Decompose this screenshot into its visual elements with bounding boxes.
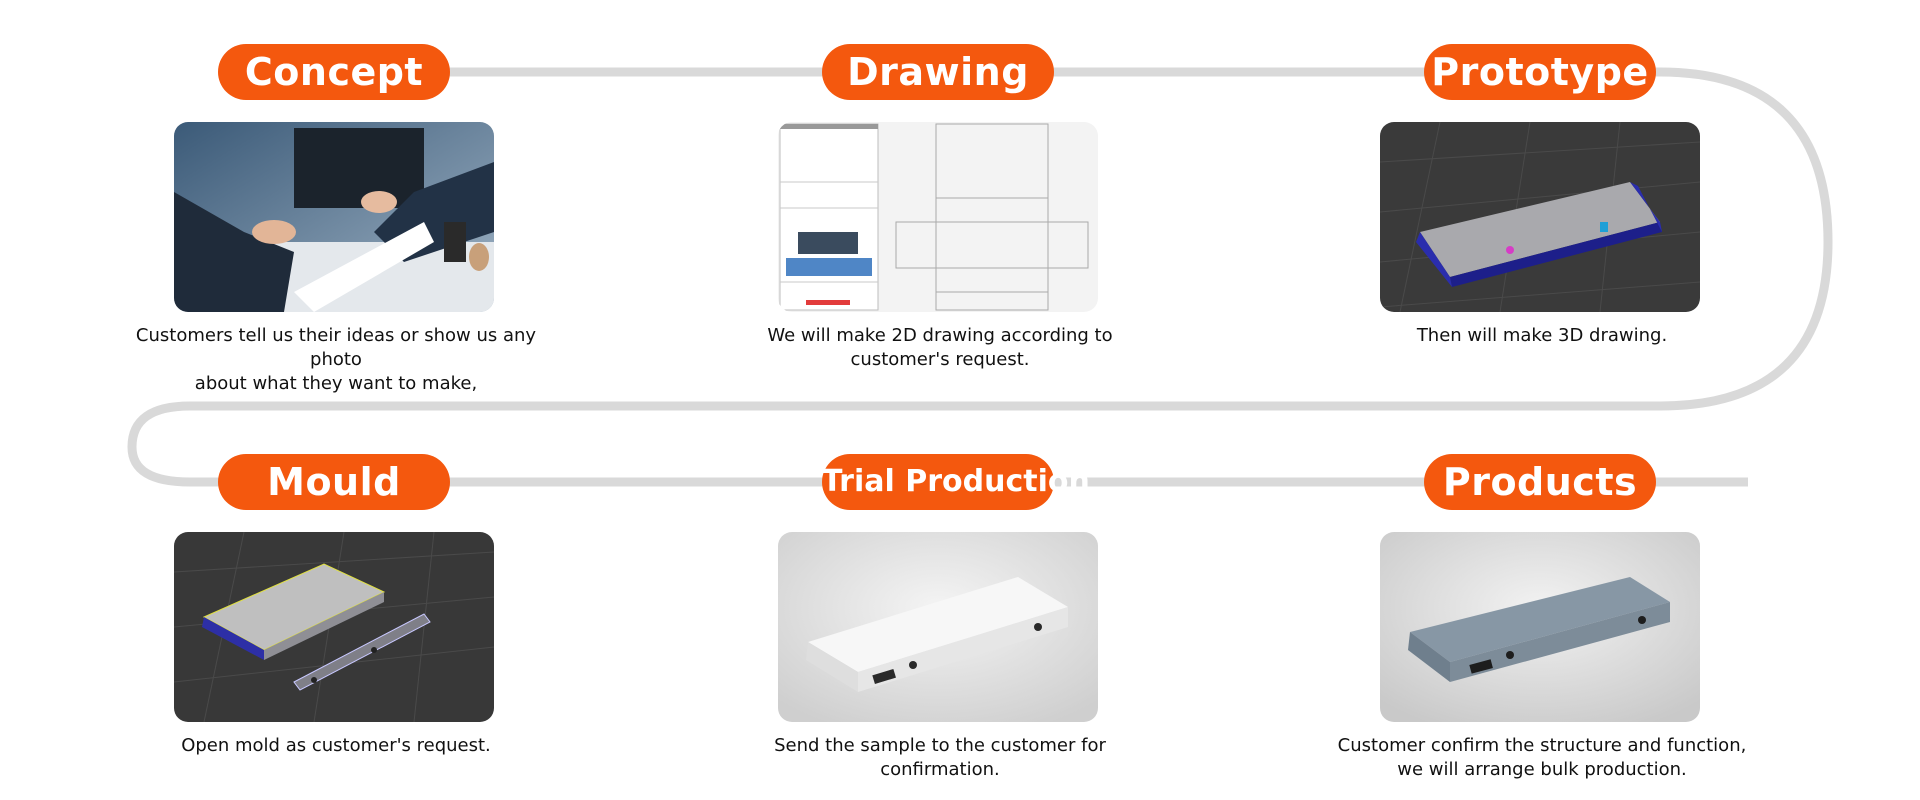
- step-title-concept: Concept: [218, 44, 450, 100]
- step-caption-trial-production: Send the sample to the customer for conf…: [774, 735, 1106, 780]
- 3d-render-device-prototype: [1380, 122, 1700, 312]
- step-title-mould: Mould: [218, 454, 450, 510]
- handshake-document-photo: [174, 122, 494, 312]
- step-caption-concept: Customers tell us their ideas or show us…: [135, 325, 537, 394]
- step-title-trial-production: Trial Production: [822, 454, 1090, 510]
- grey-finished-device-photo: [1380, 532, 1700, 722]
- step-caption-prototype: Then will make 3D drawing.: [1416, 325, 1668, 346]
- step-caption-products: Customer confirm the structure and funct…: [1337, 735, 1747, 780]
- white-sample-device-photo: [778, 532, 1098, 722]
- exploded-mould-render: [174, 532, 494, 722]
- step-title-drawing: Drawing: [822, 44, 1054, 100]
- step-caption-drawing: We will make 2D drawing according to cus…: [767, 325, 1113, 370]
- step-title-prototype: Prototype: [1424, 44, 1656, 100]
- step-title-products: Products: [1424, 454, 1656, 510]
- 2d-box-dieline-drawing: [778, 122, 1098, 312]
- step-caption-mould: Open mold as customer's request.: [181, 735, 491, 756]
